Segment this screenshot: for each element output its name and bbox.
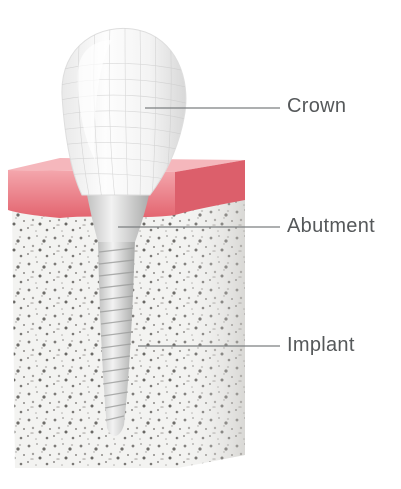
abutment-label: Abutment	[287, 215, 375, 238]
implant-label: Implant	[287, 334, 355, 357]
crown-label: Crown	[287, 95, 346, 118]
bone-block	[12, 205, 178, 468]
